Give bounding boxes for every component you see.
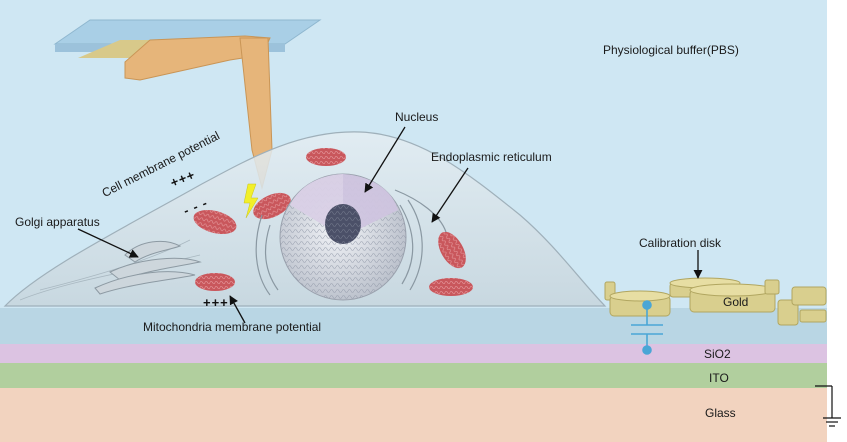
capacitor-icon [631,300,663,355]
sio2-layer [0,344,827,363]
mito-plus-sign: +++ [203,295,229,310]
label-arrows [77,126,703,324]
label-ito: ITO [709,371,729,385]
label-buffer: Physiological buffer(PBS) [603,43,739,57]
label-sio2: SiO2 [704,347,731,361]
gold-layer [0,308,827,344]
nucleus [279,173,407,301]
afm-cantilever [53,19,322,190]
ground-icon [815,385,841,427]
label-golgi-apparatus: Golgi apparatus [15,215,100,229]
label-endoplasmic-reticulum: Endoplasmic reticulum [431,150,552,164]
mitochondria-group [193,148,473,296]
glass-layer [0,388,827,442]
label-mitochondria-membrane-potential: Mitochondria membrane potential [143,320,322,334]
right-margin [827,0,847,442]
label-calibration-disk: Calibration disk [639,236,722,250]
calibration-disks [604,277,827,326]
ito-layer [0,363,827,388]
endoplasmic-reticulum [255,189,447,296]
label-gold: Gold [723,295,749,309]
label-glass: Glass [705,406,736,420]
label-nucleus: Nucleus [395,110,439,124]
lightning-icon [243,183,259,219]
